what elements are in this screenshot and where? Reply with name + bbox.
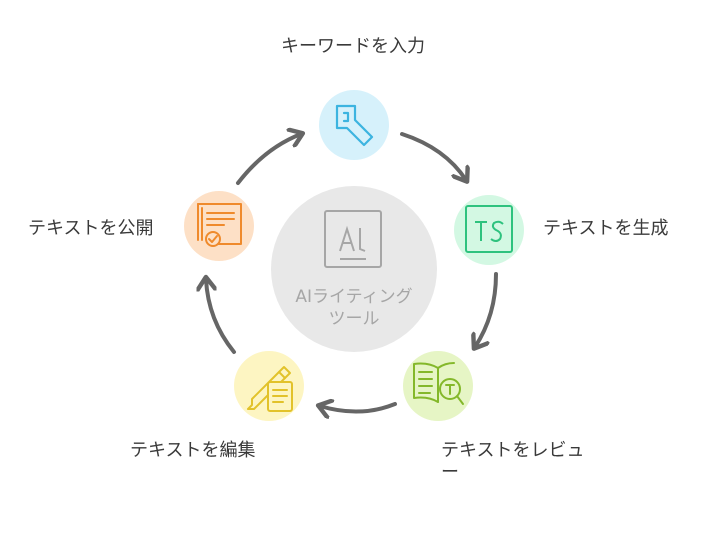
arrow-edit-to-publish — [206, 279, 236, 354]
typescript-icon — [465, 205, 513, 253]
step-publish-label: テキストを公開 — [28, 218, 154, 239]
arrow-review-to-edit — [320, 404, 397, 412]
step-publish-node — [184, 191, 254, 261]
step-edit-node — [234, 351, 304, 421]
arrow-publish-to-keyword — [236, 134, 301, 185]
step-review-label: テキストをレビュー — [441, 440, 585, 483]
step-keyword-node — [319, 90, 389, 160]
key-icon — [335, 104, 374, 147]
step-generate-node — [454, 195, 524, 265]
step-edit-label: テキストを編集 — [130, 440, 256, 461]
center-label: AIライティングツール — [295, 287, 413, 329]
certificate-icon — [197, 203, 242, 247]
step-generate-label: テキストを生成 — [543, 218, 669, 239]
book-search-icon — [413, 362, 464, 405]
pencil-document-icon — [247, 366, 293, 412]
center-hub — [271, 186, 437, 352]
arrow-keyword-to-generate — [400, 132, 466, 180]
step-keyword-label: キーワードを入力 — [281, 36, 425, 57]
ai-square-icon — [324, 210, 382, 268]
step-review-node — [403, 351, 473, 421]
arrow-generate-to-review — [475, 272, 498, 347]
